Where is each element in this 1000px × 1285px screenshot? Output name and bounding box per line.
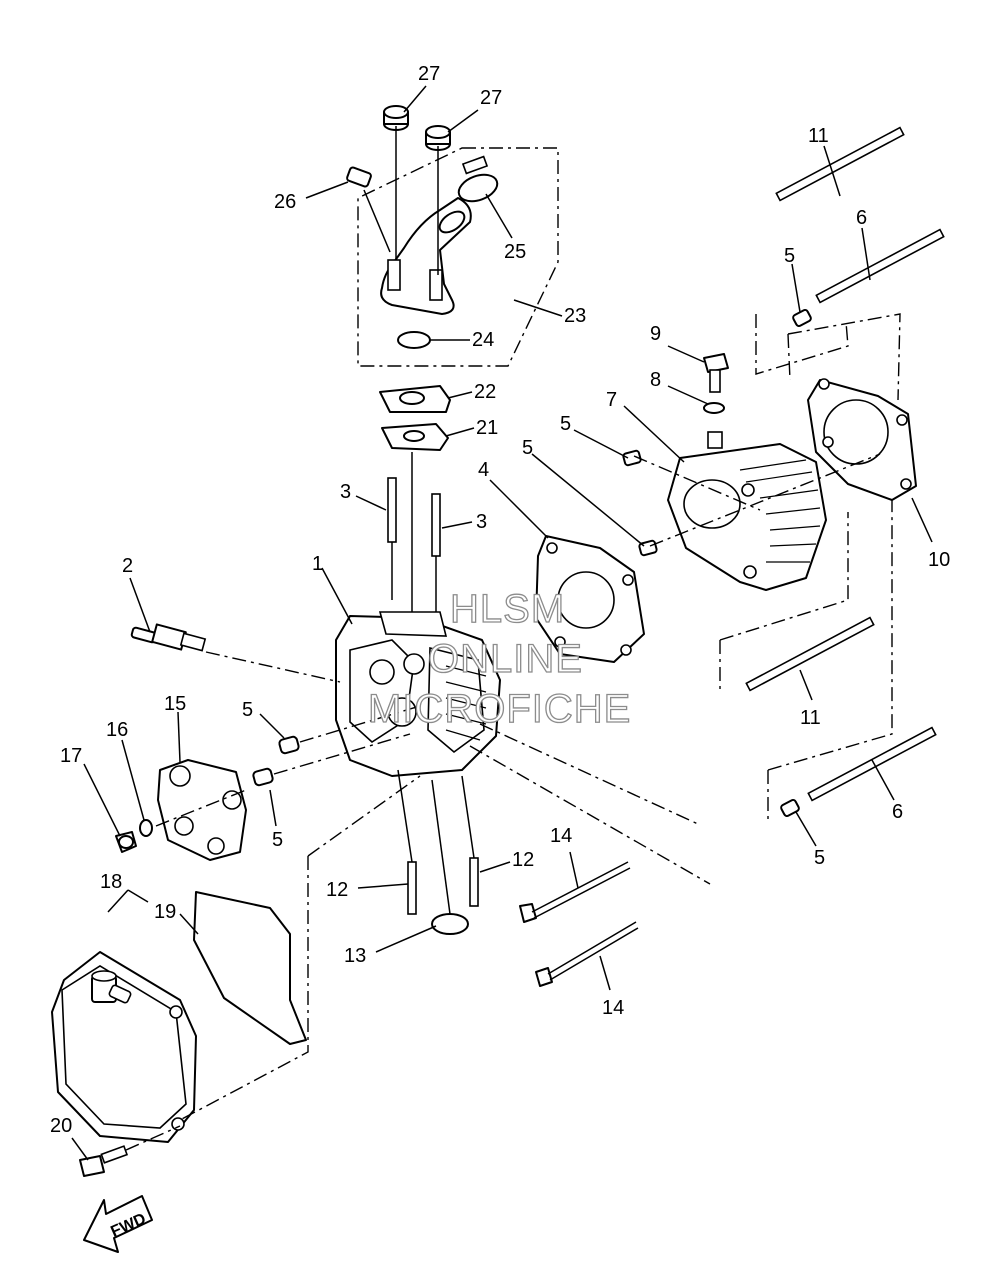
leader-lines	[71, 85, 933, 1161]
callout-13: 13	[344, 945, 366, 967]
cylinder-head	[335, 611, 501, 777]
callout-6b: 6	[892, 801, 903, 823]
callout-11a: 11	[808, 125, 829, 147]
head-cover-18	[51, 951, 197, 1143]
callout-16: 16	[106, 719, 128, 741]
callout-5d: 5	[814, 847, 825, 869]
callout-15: 15	[164, 693, 186, 715]
watermark-line1: HLSM	[450, 587, 565, 631]
callout-5f: 5	[272, 829, 283, 851]
callout-4: 4	[478, 459, 489, 481]
callout-27a: 27	[418, 63, 440, 85]
callout-14b: 14	[602, 997, 624, 1019]
callout-10: 10	[928, 549, 950, 571]
callout-9: 9	[650, 323, 661, 345]
callout-5a: 5	[522, 437, 533, 459]
nut-27a	[383, 105, 409, 131]
bolt-14a	[519, 861, 631, 923]
callout-12a: 12	[326, 879, 348, 901]
callout-3b: 3	[476, 511, 487, 533]
callout-14a: 14	[550, 825, 572, 847]
bolt-20	[79, 1145, 129, 1177]
callout-8: 8	[650, 369, 661, 391]
callout-12b: 12	[512, 849, 534, 871]
callout-7: 7	[606, 389, 617, 411]
callout-18: 18	[100, 871, 122, 893]
insulator-22	[379, 385, 451, 413]
cylinder-gasket-4	[535, 535, 645, 663]
callout-5e: 5	[242, 699, 253, 721]
callout-1: 1	[312, 553, 323, 575]
callout-21: 21	[476, 417, 498, 439]
callout-22: 22	[474, 381, 496, 403]
callout-numbers: 27 27 26 25 23 24 22 21 3 3 1 2 4 5 5 7 …	[50, 63, 950, 1137]
callout-25: 25	[504, 241, 526, 263]
bolt-14b	[535, 921, 639, 987]
callout-11b: 11	[800, 707, 821, 729]
callout-26: 26	[274, 191, 296, 213]
callout-2: 2	[122, 555, 133, 577]
callout-19: 19	[154, 901, 176, 923]
callout-5c: 5	[784, 245, 795, 267]
watermark: HLSM ONLINE MICROFICHE	[367, 586, 631, 731]
callout-24: 24	[472, 329, 494, 351]
callout-6a: 6	[856, 207, 867, 229]
callout-17: 17	[60, 745, 82, 767]
callout-3a: 3	[340, 481, 351, 503]
watermark-line3: MICROFICHE	[368, 687, 631, 731]
fwd-arrow: FWD	[83, 1195, 153, 1253]
holder-15	[157, 759, 247, 861]
watermark-line2: ONLINE	[428, 637, 583, 681]
intake-manifold-group	[346, 105, 559, 367]
callout-27b: 27	[480, 87, 502, 109]
callout-23: 23	[564, 305, 586, 327]
nut-27b	[425, 125, 451, 151]
callout-5b: 5	[560, 413, 571, 435]
cylinder-7	[667, 431, 827, 591]
bolt-9	[703, 353, 729, 393]
gasket-21	[381, 423, 449, 451]
callout-20: 20	[50, 1115, 72, 1137]
head-gasket-10	[807, 378, 917, 501]
spark-plug	[130, 623, 207, 652]
